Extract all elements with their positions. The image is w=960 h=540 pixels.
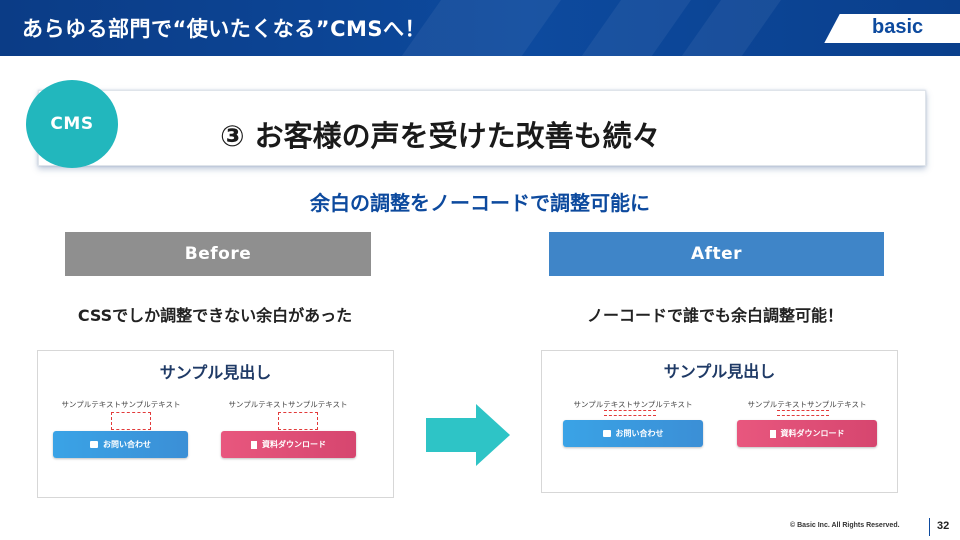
header-bar: あらゆる部門で“使いたくなる”CMSへ！ xyxy=(0,0,960,56)
footer-divider xyxy=(929,518,930,536)
margin-highlight xyxy=(777,415,829,416)
margin-highlight xyxy=(604,410,656,411)
sample-heading: サンプル見出し xyxy=(159,363,272,382)
sample-heading: サンプル見出し xyxy=(663,362,776,381)
download-button[interactable]: 資料ダウンロード xyxy=(221,431,356,458)
contact-button[interactable]: お問い合わせ xyxy=(53,431,188,458)
mail-icon xyxy=(90,441,98,448)
after-label: After xyxy=(549,232,884,276)
mail-icon xyxy=(602,430,611,437)
download-button-label: 資料ダウンロード xyxy=(780,429,845,438)
contact-button[interactable]: お問い合わせ xyxy=(563,420,703,447)
header-title: あらゆる部門で“使いたくなる”CMSへ！ xyxy=(22,17,427,41)
after-sample-panel: サンプル見出し サンプルテキストサンプルテキスト サンプルテキストサンプルテキス… xyxy=(541,350,898,493)
download-button-label: 資料ダウンロード xyxy=(262,440,326,449)
contact-button-label: お問い合わせ xyxy=(103,440,151,449)
page-number: 32 xyxy=(937,520,950,532)
copyright: © Basic Inc. All Rights Reserved. xyxy=(790,522,900,529)
download-button[interactable]: 資料ダウンロード xyxy=(737,420,877,447)
document-icon xyxy=(769,429,776,438)
slide-title: ③ お客様の声を受けた改善も続々 xyxy=(220,119,661,153)
cms-badge: CMS xyxy=(26,80,118,168)
sample-text: サンプルテキストサンプルテキスト xyxy=(747,400,867,409)
before-caption: CSSでしか調整できない余白があった xyxy=(77,306,353,325)
sample-text: サンプルテキストサンプルテキスト xyxy=(61,400,181,409)
title-card xyxy=(38,90,926,166)
brand-logo: basic xyxy=(872,16,924,38)
margin-highlight xyxy=(777,410,829,411)
before-sample-panel: サンプル見出し サンプルテキストサンプルテキスト サンプルテキストサンプルテキス… xyxy=(37,350,394,498)
contact-button-label: お問い合わせ xyxy=(615,429,664,438)
document-icon xyxy=(251,440,257,449)
margin-highlight xyxy=(111,412,151,430)
sample-text: サンプルテキストサンプルテキスト xyxy=(573,400,693,409)
sample-text: サンプルテキストサンプルテキスト xyxy=(228,400,348,409)
slide-subtitle: 余白の調整をノーコードで調整可能に xyxy=(310,191,650,215)
margin-highlight xyxy=(604,415,656,416)
arrow-right-icon xyxy=(426,404,510,466)
after-caption: ノーコードで誰でも余白調整可能！ xyxy=(586,306,843,325)
margin-highlight xyxy=(278,412,318,430)
before-label: Before xyxy=(65,232,371,276)
